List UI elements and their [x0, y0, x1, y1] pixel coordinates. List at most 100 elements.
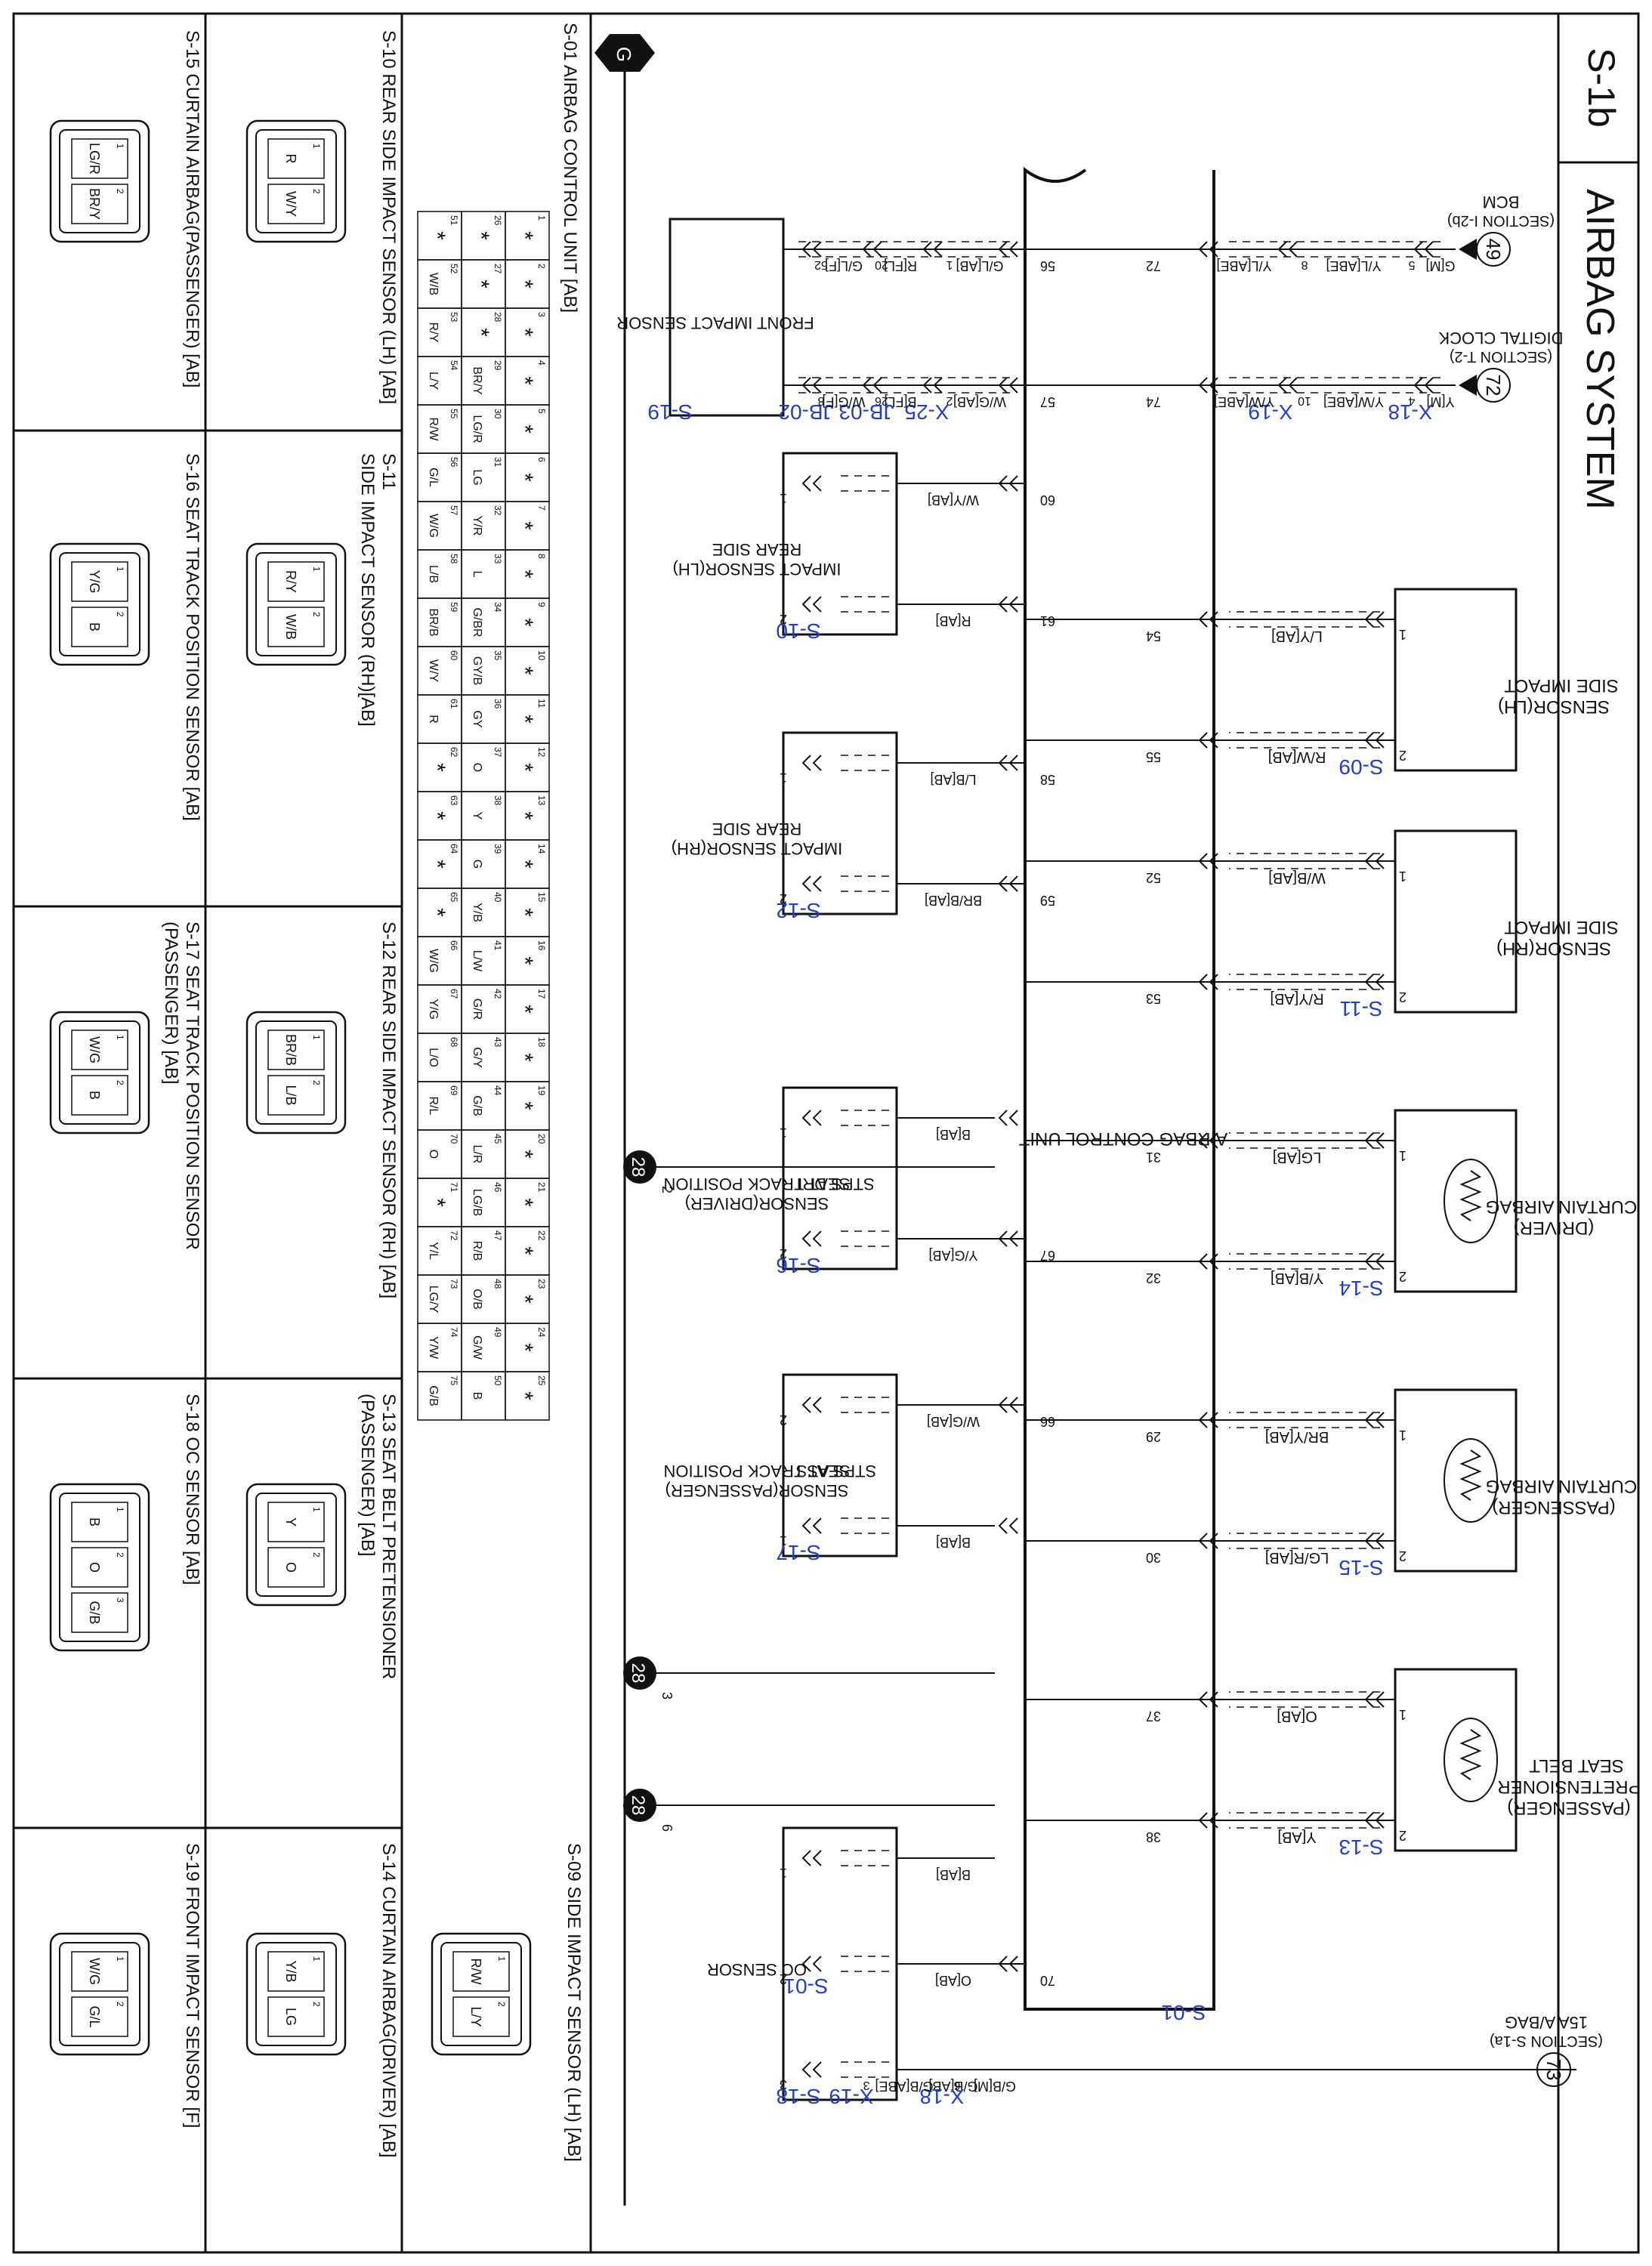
source-circle: [1536, 2052, 1571, 2087]
ground-label: G: [613, 47, 635, 62]
connector-pin-number: 1: [311, 1956, 322, 1962]
resistor-icon: [1459, 1449, 1482, 1501]
connector-pin-number: 2: [115, 1552, 125, 1557]
connector-body: [245, 542, 347, 666]
connector-chevron: [801, 241, 822, 258]
connector-chevron: [1277, 241, 1298, 258]
connector-pin-color: W/G: [87, 1958, 102, 1985]
table-pin-number: 74: [449, 1327, 459, 1338]
table-pin-number: 51: [449, 215, 459, 226]
table-wire-color: *: [425, 860, 449, 869]
table-pin-number: 21: [536, 1182, 547, 1193]
component-box: [1394, 1109, 1518, 1293]
pin-number: 56: [1040, 258, 1055, 273]
table-wire-color: Y/L: [427, 1242, 440, 1260]
table-wire-color: G/B: [471, 1095, 483, 1116]
table-wire-color: LG: [471, 469, 483, 485]
pin-number: 3: [780, 2077, 787, 2092]
connector-pin-number: 2: [115, 1080, 125, 1085]
connector-chevron: [998, 875, 1018, 892]
pin-number: 55: [1146, 749, 1161, 764]
pin-number: 1: [780, 1533, 787, 1548]
table-pin-number: 73: [449, 1279, 459, 1289]
table-pin-number: 18: [536, 1037, 547, 1048]
component-label: IMPACT SENSOR(LH): [673, 560, 841, 579]
table-wire-color: *: [512, 1198, 537, 1207]
pin-number: 2: [1399, 989, 1407, 1005]
pin-number: 1: [1399, 1428, 1407, 1443]
pin-number: 2: [780, 1246, 787, 1261]
connector-id: JB-02: [778, 400, 833, 424]
connector-view-title: SIDE IMPACT SENSOR (RH)[AB]: [357, 453, 378, 727]
table-pin-number: 55: [449, 409, 459, 419]
connector-pin-number: 1: [311, 144, 322, 149]
connector-id: X-25: [904, 400, 949, 424]
connector-pin-color: B: [87, 1517, 102, 1527]
connector-chevron: [1364, 1812, 1385, 1829]
ground-bus: G: [594, 34, 655, 2206]
connector-chevron: [1198, 1253, 1218, 1270]
component-inner-label: STPS ASS: [796, 1462, 876, 1480]
table-wire-color: R/B: [471, 1241, 483, 1261]
connector-housing: [59, 1493, 140, 1642]
ground-node: [623, 1789, 656, 1822]
table-pin-number: 19: [536, 1085, 547, 1096]
source-section: (SECTION S-1a): [1490, 2033, 1603, 2049]
table-pin-number: 43: [493, 1037, 503, 1048]
wire-color-label: W/Y[AB]: [928, 492, 979, 508]
connector-view-title: S-12 REAR SIDE IMPACT SENSOR (RH) [AB]: [378, 922, 399, 1298]
connector-body: [49, 119, 150, 243]
connector-pin-number: 1: [311, 566, 322, 572]
pin-number: 61: [1040, 613, 1055, 628]
source-number: 72: [1482, 375, 1505, 397]
table-wire-color: L: [471, 571, 483, 578]
connector-pin: [452, 1951, 510, 1992]
header: S-1b AIRBAG SYSTEM: [1557, 14, 1638, 2252]
wire-color-label: R[AB]: [935, 613, 971, 628]
wire-color-label: G/L[AB]: [956, 258, 1003, 273]
wire-color-label: Y/B[AB]: [1271, 1270, 1323, 1286]
table-pin-number: 27: [493, 264, 503, 274]
table-wire-color: *: [468, 231, 493, 240]
connector-view-title: S-17 SEAT TRACK POSITION SENSOR: [182, 922, 202, 1250]
pin-number: 1: [780, 770, 787, 786]
connector-chevron: [862, 241, 882, 258]
pin-number: 1: [1399, 627, 1407, 642]
component-box: [782, 1373, 898, 1557]
table-wire-color: L/W: [471, 950, 483, 972]
connector-id: X-19: [1248, 400, 1292, 424]
connector-chevron: [1277, 377, 1298, 394]
connector-pin-color: Y/G: [87, 570, 102, 593]
connector-chevron: [1198, 974, 1218, 990]
wire-color-label: L/Y[AB]: [1271, 628, 1323, 644]
wire-color-label: LG[AB]: [1273, 1149, 1321, 1165]
squib-icon: [1444, 1159, 1498, 1243]
table-wire-color: *: [512, 1005, 537, 1014]
connector-chevron: [801, 1517, 822, 1534]
connector-pin-color: G/B: [87, 1601, 102, 1624]
connector-chevron: [801, 1397, 822, 1413]
table-pin-number: 28: [493, 312, 503, 323]
component-box: [782, 452, 898, 636]
connector-id: S-01: [1161, 2001, 1206, 2024]
pin-number: 32: [1146, 1270, 1161, 1286]
connector-body: [245, 1483, 347, 1607]
page-id: S-1b: [1580, 48, 1623, 128]
connector-pin: [71, 184, 128, 224]
table-pin-number: 23: [536, 1279, 547, 1289]
wire-color-label: B[AB]: [936, 1535, 971, 1550]
connector-id: S-12: [776, 899, 820, 922]
ground-node-number: 28: [628, 1663, 648, 1684]
pin-number: 66: [1040, 1414, 1055, 1429]
wire-color-label: BR/B[AB]: [925, 893, 982, 908]
table-pin-number: 15: [536, 892, 547, 903]
connector-pin-number: 1: [311, 1035, 322, 1040]
connector-housing: [255, 1493, 337, 1597]
pin-number: 5: [1408, 258, 1415, 271]
connector-pin: [267, 1951, 325, 1992]
table-wire-color: G/W: [471, 1335, 483, 1360]
table-pin-number: 5: [536, 409, 547, 414]
pin-number: 58: [1040, 772, 1055, 787]
connector-chevron: [998, 755, 1018, 771]
table-pin-number: 64: [449, 844, 459, 854]
